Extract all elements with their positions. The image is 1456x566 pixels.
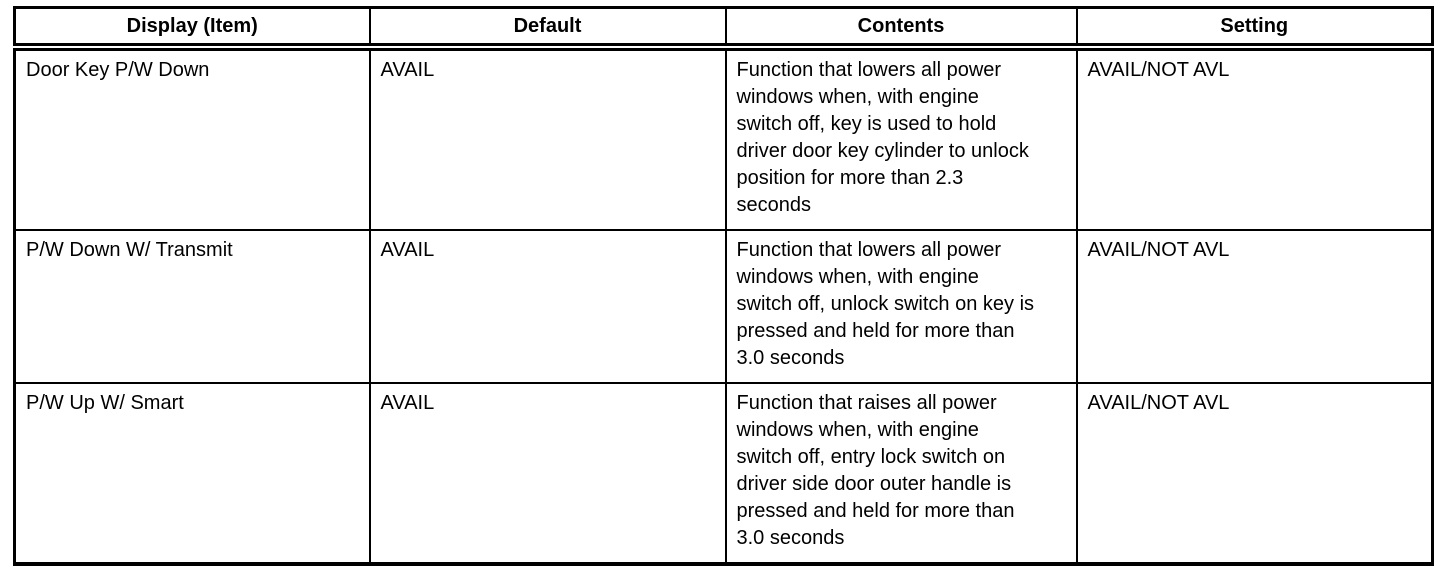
- cell-display-item: P/W Down W/ Transmit: [13, 229, 371, 384]
- cell-contents: Function that lowers all power windows w…: [724, 229, 1078, 384]
- table-row: P/W Up W/ Smart AVAIL Function that rais…: [13, 382, 1434, 566]
- column-header-contents: Contents: [724, 6, 1078, 51]
- cell-default: AVAIL: [368, 382, 727, 566]
- cell-display-item: Door Key P/W Down: [13, 46, 371, 231]
- cell-default: AVAIL: [368, 229, 727, 384]
- table-row: P/W Down W/ Transmit AVAIL Function that…: [13, 229, 1434, 384]
- cell-default: AVAIL: [368, 46, 727, 231]
- table-header-row: Display (Item) Default Contents Setting: [13, 6, 1434, 51]
- column-header-display-item: Display (Item): [13, 6, 371, 51]
- customize-settings-table: Display (Item) Default Contents Setting …: [13, 6, 1434, 566]
- cell-contents: Function that lowers all power windows w…: [724, 46, 1078, 231]
- cell-contents: Function that raises all power windows w…: [724, 382, 1078, 566]
- cell-setting: AVAIL/NOT AVL: [1075, 46, 1434, 231]
- cell-display-item: P/W Up W/ Smart: [13, 382, 371, 566]
- cell-setting: AVAIL/NOT AVL: [1075, 382, 1434, 566]
- column-header-default: Default: [368, 6, 727, 51]
- column-header-setting: Setting: [1075, 6, 1434, 51]
- table-row: Door Key P/W Down AVAIL Function that lo…: [13, 46, 1434, 231]
- cell-setting: AVAIL/NOT AVL: [1075, 229, 1434, 384]
